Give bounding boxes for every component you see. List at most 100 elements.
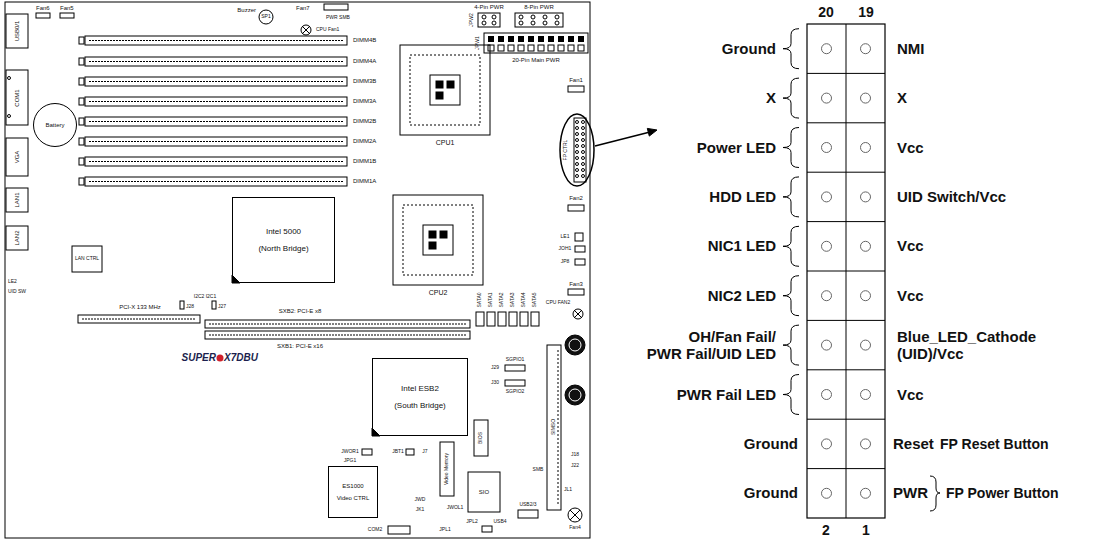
board-label: JOH1	[559, 246, 572, 252]
board-label: Video Memory	[444, 453, 450, 485]
board-label: JPL2	[466, 519, 477, 525]
board-label: 8-Pin PWR	[524, 4, 554, 11]
board-label: DIMM4B	[353, 37, 376, 44]
board-label: CPU Fan1	[316, 27, 339, 33]
board-label: DIMM3A	[353, 98, 376, 105]
pin-signal-label: X	[897, 89, 907, 106]
board-label: SATA4	[521, 292, 527, 307]
board-label: JPL1	[439, 527, 450, 533]
pin-signal-label: X	[766, 89, 776, 106]
board-label: DIMM3B	[353, 78, 376, 85]
board-label: BIOS	[478, 432, 484, 444]
chip-label: (North Bridge)	[258, 244, 308, 253]
battery-circle: Battery	[33, 103, 77, 147]
board-label: Fan4	[569, 525, 580, 531]
board-label: JWOL1	[447, 505, 464, 511]
pin-signal-label: Ground	[744, 485, 798, 502]
pin-number: 20	[818, 4, 834, 20]
board-label: J27	[218, 304, 226, 310]
pin-signal-label: Vcc	[897, 139, 924, 156]
board-label: USB4	[493, 519, 506, 525]
board-label: JBT1	[392, 449, 404, 455]
board-label: SATA1	[488, 292, 494, 307]
board-label: SXB2: PCI-E x8	[279, 308, 322, 315]
board-label: DIMM1B	[353, 158, 376, 165]
board-label: JL1	[564, 487, 572, 493]
board-label: JK1	[416, 507, 425, 513]
pin-number: 19	[858, 4, 874, 20]
board-label: USB0/1	[14, 21, 21, 42]
logo-text: X7DBU	[224, 352, 258, 364]
board-label: JWOR1	[341, 449, 359, 455]
board-label: JP8	[561, 259, 570, 265]
board-label: Fan1	[569, 77, 583, 84]
board-label: VGA	[14, 151, 21, 164]
pin-signal-label: PWR	[893, 485, 928, 502]
pin-signal-label: NMI	[897, 40, 925, 57]
pin-signal-label: Ground	[722, 40, 776, 57]
board-label: 4-Pin PWR	[474, 4, 504, 11]
pin-signal-label: UID Switch/Vcc	[897, 188, 1006, 205]
pin-signal-label: Ground	[744, 435, 798, 452]
pin-signal-label: OH/Fan Fail/ PWR Fail/UID LED	[626, 328, 776, 363]
pin-signal-label: HDD LED	[709, 188, 776, 205]
board-label: J18	[571, 452, 579, 458]
board-label: PCI-X 133 MHz	[119, 304, 161, 311]
board-label: SATA2	[499, 292, 505, 307]
board-label: J22	[571, 463, 579, 469]
pin-number: 2	[822, 522, 830, 538]
board-label: JWD	[415, 497, 426, 503]
board-label: DIMM2B	[353, 118, 376, 125]
board-label: CPU FAN2	[546, 300, 570, 306]
board-label: LE1	[561, 234, 570, 240]
chip-label: ES1000	[342, 483, 363, 490]
pin-signal-label: Power LED	[697, 139, 776, 156]
board-label: DIMM2A	[353, 138, 376, 145]
pin-signal-label: FP Reset Button	[940, 436, 1049, 452]
chip-label: Battery	[45, 122, 64, 129]
board-label: SIO	[479, 489, 489, 496]
board-label: COM2	[368, 527, 382, 533]
chip-label: (South Bridge)	[394, 401, 446, 410]
board-label: I2C2 I2C1	[194, 294, 217, 300]
pin-signal-label: PWR Fail LED	[677, 386, 776, 403]
board-label: Fan3	[569, 281, 583, 288]
board-label: SATA3	[510, 292, 516, 307]
board-label: SP1	[261, 14, 270, 20]
board-label: JPG1	[344, 458, 357, 464]
board-label: SATA5	[532, 292, 538, 307]
board-label: SMB	[533, 467, 544, 473]
board-label: SGPIO2	[506, 389, 525, 395]
board-label: Fan6	[36, 5, 50, 12]
board-label: UID SW	[8, 289, 26, 295]
pin-signal-label: Reset	[893, 435, 934, 452]
pin-signal-label: Vcc	[897, 386, 924, 403]
board-label: Fan7	[296, 5, 310, 12]
pin-number: 1	[862, 522, 870, 538]
board-label: SXB1: PCI-E x16	[277, 343, 323, 350]
pin-signal-label: Blue_LED_Cathode (UID)/Vcc	[897, 328, 1087, 363]
board-label: FP CTRL	[563, 140, 569, 161]
pin-signal-label: Vcc	[897, 287, 924, 304]
chip-outline: Intel ESB2 (South Bridge)	[372, 358, 468, 436]
chip-label: Intel ESB2	[401, 384, 439, 393]
board-label: J28	[186, 304, 194, 310]
logo-text: SUPER	[182, 352, 216, 364]
board-label: SGPIO1	[506, 357, 525, 363]
chip-label: Intel 5000	[266, 227, 301, 236]
board-label: Buzzer	[237, 7, 256, 14]
chip-outline: Intel 5000 (North Bridge)	[232, 197, 335, 283]
board-label: LAN CTRL	[75, 256, 99, 262]
board-label: DIMM4A	[353, 58, 376, 65]
board-label: J30	[491, 380, 499, 386]
board-label: 20-Pin Main PWR	[512, 57, 560, 64]
board-label: PWR SMB	[326, 15, 350, 21]
board-label: SATA0	[477, 292, 483, 307]
board-label: LAN2	[14, 230, 21, 245]
board-label: Fan5	[60, 5, 74, 12]
chip-outline: ES1000Video CTRL	[328, 466, 378, 518]
board-label: COM1	[14, 89, 21, 106]
chip-label: Video CTRL	[337, 495, 370, 502]
